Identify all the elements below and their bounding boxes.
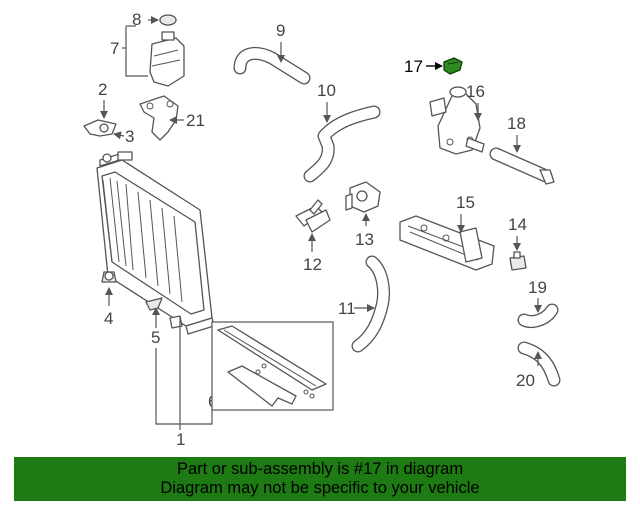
part-10-hose [303, 105, 381, 183]
callout-14: 14 [508, 215, 527, 234]
callout-20: 20 [516, 371, 535, 390]
callout-11: 11 [338, 299, 356, 318]
callout-1: 1 [176, 430, 185, 449]
callout-21: 21 [186, 111, 205, 130]
part-9-hose [233, 46, 311, 85]
part-6-inset [211, 321, 334, 411]
callout-9: 9 [276, 21, 285, 40]
callout-5: 5 [151, 328, 160, 347]
callout-18: 18 [507, 114, 526, 133]
part-2-bracket [83, 119, 117, 137]
callout-15: 15 [456, 193, 475, 212]
part-17-cap-highlighted [443, 57, 463, 75]
part-21-bracket [139, 95, 179, 141]
callout-7: 7 [110, 39, 119, 58]
callout-12: 12 [303, 255, 322, 274]
callout-10: 10 [317, 81, 336, 100]
part-7-reservoir [149, 31, 185, 87]
callout-13: 13 [355, 230, 374, 249]
part-20-hose [517, 341, 561, 387]
part-4-drain-cock [101, 271, 117, 283]
part-11-hose [351, 255, 391, 353]
callout-19: 19 [528, 278, 547, 297]
callout-2: 2 [98, 80, 107, 99]
banner-line-2: Diagram may not be specific to your vehi… [160, 479, 480, 497]
radiator [96, 151, 215, 335]
callout-17: 17 [404, 57, 423, 76]
info-banner: Part or sub-assembly is #17 in diagram D… [14, 457, 626, 501]
part-5-clip [145, 297, 163, 311]
part-19-hose [517, 303, 559, 329]
callout-8: 8 [132, 10, 141, 29]
part-12-inlet [295, 199, 331, 233]
parts-diagram: 1 5 6 4 2 3 7 8 [83, 10, 561, 449]
banner-line-1: Part or sub-assembly is #17 in diagram [176, 460, 464, 478]
callout-4: 4 [104, 309, 113, 328]
part-14-sensor [509, 251, 527, 271]
part-13-housing [345, 181, 381, 213]
callout-3: 3 [125, 127, 134, 146]
part-8-cap [159, 14, 177, 26]
part-16-outlet [429, 86, 485, 155]
part-15-manifold [399, 215, 495, 271]
part-18-pipe [489, 147, 555, 185]
callout-16: 16 [466, 82, 485, 101]
